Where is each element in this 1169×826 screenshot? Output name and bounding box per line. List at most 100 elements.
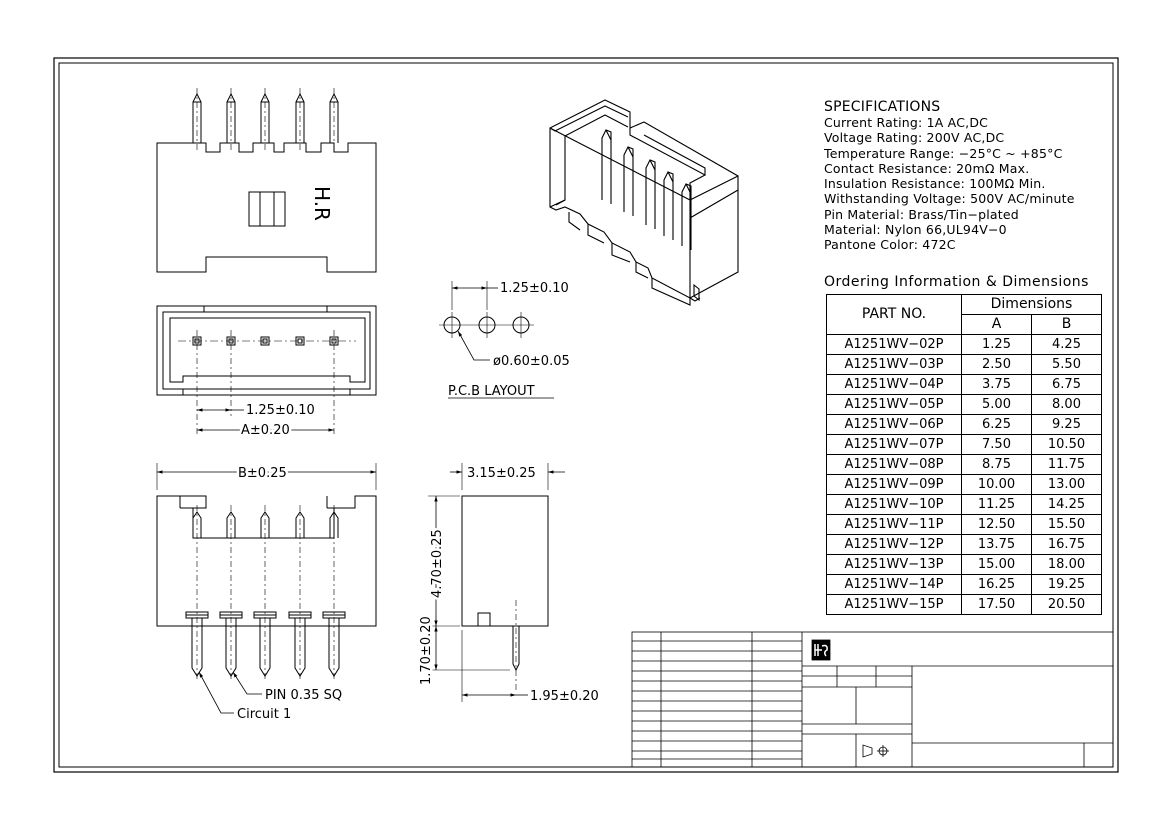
dim-a-cell: 10.00	[961, 474, 1032, 495]
specifications-block: SPECIFICATIONS Current Rating: 1A AC,DC …	[824, 99, 1075, 253]
part-number-cell: A1251WV−11P	[826, 514, 962, 535]
spec-line: Insulation Resistance: 100MΩ Min.	[824, 176, 1046, 192]
spec-line: Voltage Rating: 200V AC,DC	[824, 130, 1005, 146]
company-logo	[811, 639, 831, 661]
dim-b-cell: 9.25	[1031, 414, 1102, 435]
spec-line: Pin Material: Brass/Tin−plated	[824, 206, 1019, 222]
part-number-cell: A1251WV−06P	[826, 414, 962, 435]
pcb-hole-label: ø0.60±0.05	[493, 354, 570, 369]
specifications-title: SPECIFICATIONS	[824, 99, 941, 115]
spec-line: Material: Nylon 66,UL94V−0	[824, 222, 1007, 238]
part-number-cell: A1251WV−02P	[826, 334, 962, 355]
front-view-top	[156, 88, 377, 273]
part-number-cell: A1251WV−15P	[826, 594, 962, 615]
dim-b-cell: 19.25	[1031, 574, 1102, 595]
pin-length-label: 1.70±0.20	[419, 616, 434, 685]
isometric-view	[549, 99, 739, 306]
dim-b-cell: 5.50	[1031, 354, 1102, 375]
spec-line: Withstanding Voltage: 500V AC/minute	[824, 191, 1075, 207]
projection-symbol	[862, 744, 889, 758]
dim-b-cell: 16.75	[1031, 534, 1102, 555]
part-number-cell: A1251WV−09P	[826, 474, 962, 495]
ordering-title: Ordering Information & Dimensions	[824, 274, 1089, 290]
inner-border	[58, 62, 1114, 768]
dim-a-cell: 13.75	[961, 534, 1032, 555]
solder-tails	[185, 611, 346, 677]
pin-offset-label: 1.95±0.20	[530, 689, 599, 704]
side-width-label: 3.15±0.25	[467, 466, 536, 481]
dim-a-cell: 12.50	[961, 514, 1032, 535]
dim-a-cell: 8.75	[961, 454, 1032, 475]
top-pitch-label: 1.25±0.10	[246, 403, 315, 418]
dim-b-cell: 10.50	[1031, 434, 1102, 455]
top-pins	[192, 92, 339, 143]
spec-line: Contact Resistance: 20mΩ Max.	[824, 160, 1030, 176]
spec-line: Current Rating: 1A AC,DC	[824, 115, 989, 130]
dim-b-cell: 8.00	[1031, 394, 1102, 415]
dim-a-cell: 11.25	[961, 494, 1032, 515]
part-number-cell: A1251WV−03P	[826, 354, 962, 375]
dim-a-label: A±0.20	[241, 423, 290, 438]
dim-a-cell: 2.50	[961, 354, 1032, 375]
dim-b-cell: 11.75	[1031, 454, 1102, 475]
brand-mark: H.R	[310, 186, 334, 221]
dim-b-cell: 14.25	[1031, 494, 1102, 515]
dim-b-cell: 6.75	[1031, 374, 1102, 395]
part-number-cell: A1251WV−10P	[826, 494, 962, 515]
dim-b-cell: 18.00	[1031, 554, 1102, 575]
col-b-header: B	[1031, 314, 1102, 335]
front-view-bottom	[156, 463, 377, 714]
part-number-cell: A1251WV−08P	[826, 454, 962, 475]
dim-a-cell: 17.50	[961, 594, 1032, 615]
col-a-header: A	[961, 314, 1032, 335]
spec-line: Temperature Range: −25°C ~ +85°C	[824, 145, 1063, 161]
pin-size-label: PIN 0.35 SQ	[265, 688, 342, 703]
col-part-header: PART NO.	[826, 294, 962, 335]
plan-view	[156, 305, 377, 436]
spec-line: Pantone Color: 472C	[824, 237, 956, 253]
part-number-cell: A1251WV−05P	[826, 394, 962, 415]
dim-b-cell: 15.50	[1031, 514, 1102, 535]
dim-b-cell: 20.50	[1031, 594, 1102, 615]
outer-border	[53, 57, 1119, 773]
polarization-block	[248, 191, 286, 227]
side-height-label: 4.70±0.25	[430, 529, 445, 598]
dim-a-cell: 3.75	[961, 374, 1032, 395]
part-number-cell: A1251WV−07P	[826, 434, 962, 455]
pcb-layout	[439, 281, 554, 399]
dim-b-label: B±0.25	[238, 466, 287, 481]
side-view	[428, 463, 565, 702]
col-dims-header: Dimensions	[961, 294, 1102, 315]
circuit-label: Circuit 1	[237, 707, 291, 722]
dim-a-cell: 5.00	[961, 394, 1032, 415]
dim-b-cell: 13.00	[1031, 474, 1102, 495]
pcb-pitch-label: 1.25±0.10	[500, 281, 569, 296]
dim-a-cell: 7.50	[961, 434, 1032, 455]
part-number-cell: A1251WV−13P	[826, 554, 962, 575]
part-number-cell: A1251WV−04P	[826, 374, 962, 395]
dim-b-cell: 4.25	[1031, 334, 1102, 355]
dim-a-cell: 15.00	[961, 554, 1032, 575]
dim-a-cell: 16.25	[961, 574, 1032, 595]
part-number-cell: A1251WV−12P	[826, 534, 962, 555]
dim-a-cell: 1.25	[961, 334, 1032, 355]
pcb-layout-title: P.C.B LAYOUT	[448, 384, 535, 399]
part-number-cell: A1251WV−14P	[826, 574, 962, 595]
dim-a-cell: 6.25	[961, 414, 1032, 435]
title-block	[631, 631, 1114, 768]
